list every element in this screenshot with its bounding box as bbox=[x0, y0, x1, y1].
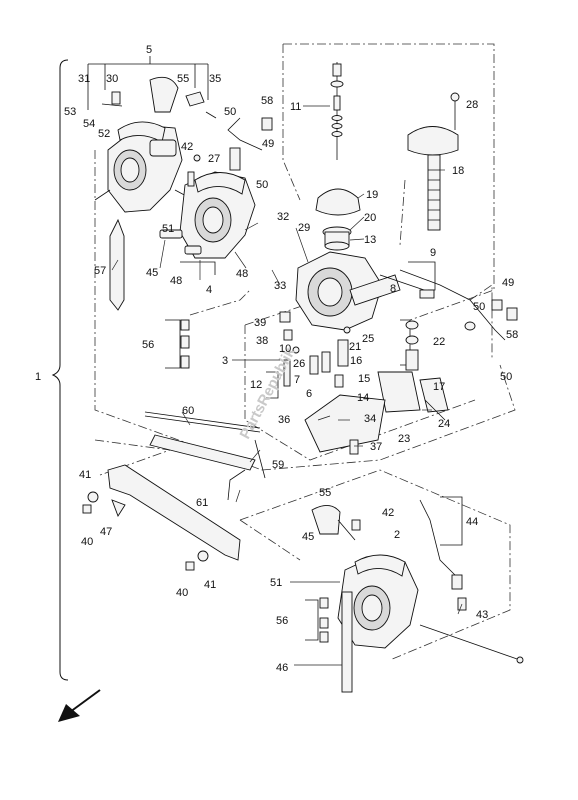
label-42b: 42 bbox=[382, 507, 394, 519]
label-26: 26 bbox=[293, 358, 305, 370]
label-54: 54 bbox=[83, 118, 95, 130]
label-42a: 42 bbox=[181, 141, 193, 153]
part-number-labels: 1 2 3 4 5 6 7 8 9 10 11 12 13 14 15 16 1… bbox=[35, 44, 518, 674]
label-50a: 50 bbox=[224, 106, 236, 118]
label-48b: 48 bbox=[236, 268, 248, 280]
label-40b: 40 bbox=[176, 587, 188, 599]
label-11: 11 bbox=[290, 101, 301, 113]
label-8: 8 bbox=[390, 283, 396, 295]
assembly-brace bbox=[51, 59, 69, 681]
label-55a: 55 bbox=[177, 73, 189, 85]
label-12: 12 bbox=[250, 379, 262, 391]
label-31: 31 bbox=[78, 73, 90, 85]
label-36: 36 bbox=[278, 414, 290, 426]
label-5: 5 bbox=[146, 44, 152, 56]
label-21: 21 bbox=[349, 341, 361, 353]
label-37: 37 bbox=[370, 441, 382, 453]
label-53: 53 bbox=[64, 106, 76, 118]
front-direction-arrow-icon bbox=[58, 689, 101, 722]
label-34: 34 bbox=[364, 413, 376, 425]
label-39: 39 bbox=[254, 317, 266, 329]
label-30: 30 bbox=[106, 73, 118, 85]
label-33: 33 bbox=[274, 280, 286, 292]
small-fittings-upper bbox=[101, 91, 273, 187]
label-20: 20 bbox=[364, 212, 376, 224]
mount-bracket bbox=[82, 464, 241, 571]
leader-lines bbox=[111, 105, 463, 666]
label-58a: 58 bbox=[261, 95, 273, 107]
label-46: 46 bbox=[276, 662, 288, 674]
label-41b: 41 bbox=[204, 579, 216, 591]
linkage-rods bbox=[144, 411, 266, 501]
label-56b: 56 bbox=[276, 615, 288, 627]
label-7: 7 bbox=[294, 374, 300, 386]
label-24: 24 bbox=[438, 418, 450, 430]
label-57: 57 bbox=[94, 265, 106, 277]
label-47: 47 bbox=[100, 526, 112, 538]
label-55b: 55 bbox=[319, 487, 331, 499]
label-38: 38 bbox=[256, 335, 268, 347]
label-1: 1 bbox=[35, 371, 41, 383]
label-19: 19 bbox=[366, 189, 378, 201]
label-58b: 58 bbox=[506, 329, 518, 341]
label-43: 43 bbox=[476, 609, 488, 621]
center-throttle-body bbox=[295, 251, 435, 331]
label-32: 32 bbox=[277, 211, 289, 223]
label-2: 2 bbox=[394, 529, 400, 541]
label-4: 4 bbox=[206, 284, 212, 296]
label-15: 15 bbox=[358, 373, 370, 385]
label-28: 28 bbox=[466, 99, 478, 111]
group-outlines bbox=[87, 43, 516, 661]
label-56a: 56 bbox=[142, 339, 154, 351]
label-6: 6 bbox=[306, 388, 312, 400]
watermark: PartsRepublik bbox=[237, 344, 300, 442]
lower-carburetor bbox=[311, 499, 524, 693]
label-22: 22 bbox=[433, 336, 445, 348]
label-3: 3 bbox=[222, 355, 228, 367]
label-14: 14 bbox=[357, 392, 369, 404]
label-25: 25 bbox=[362, 333, 374, 345]
label-59: 59 bbox=[272, 459, 284, 471]
label-16: 16 bbox=[350, 355, 362, 367]
side-parts bbox=[180, 311, 293, 369]
label-50b: 50 bbox=[256, 179, 268, 191]
label-44: 44 bbox=[466, 516, 478, 528]
label-49a: 49 bbox=[262, 138, 274, 150]
label-51a: 51 bbox=[162, 223, 174, 235]
label-40a: 40 bbox=[81, 536, 93, 548]
label-61: 61 bbox=[196, 497, 208, 509]
label-35: 35 bbox=[209, 73, 221, 85]
label-41a: 41 bbox=[79, 469, 91, 481]
label-50c: 50 bbox=[473, 301, 485, 313]
label-9: 9 bbox=[430, 247, 436, 259]
label-51b: 51 bbox=[270, 577, 282, 589]
slide-parts bbox=[315, 62, 460, 251]
label-50d: 50 bbox=[500, 371, 512, 383]
label-45b: 45 bbox=[302, 531, 314, 543]
label-60: 60 bbox=[182, 405, 194, 417]
label-49b: 49 bbox=[502, 277, 514, 289]
label-45a: 45 bbox=[146, 267, 158, 279]
label-23: 23 bbox=[398, 433, 410, 445]
label-29: 29 bbox=[298, 222, 310, 234]
middle-carburetor bbox=[159, 171, 256, 275]
label-27: 27 bbox=[208, 153, 220, 165]
upper-left-carburetor bbox=[94, 76, 191, 311]
label-18: 18 bbox=[452, 165, 464, 177]
right-harness-parts bbox=[399, 269, 518, 341]
float-bowl-parts bbox=[283, 320, 449, 455]
label-52: 52 bbox=[98, 128, 110, 140]
label-48a: 48 bbox=[170, 275, 182, 287]
label-10: 10 bbox=[279, 343, 291, 355]
label-13: 13 bbox=[364, 234, 376, 246]
label-17: 17 bbox=[433, 381, 445, 393]
